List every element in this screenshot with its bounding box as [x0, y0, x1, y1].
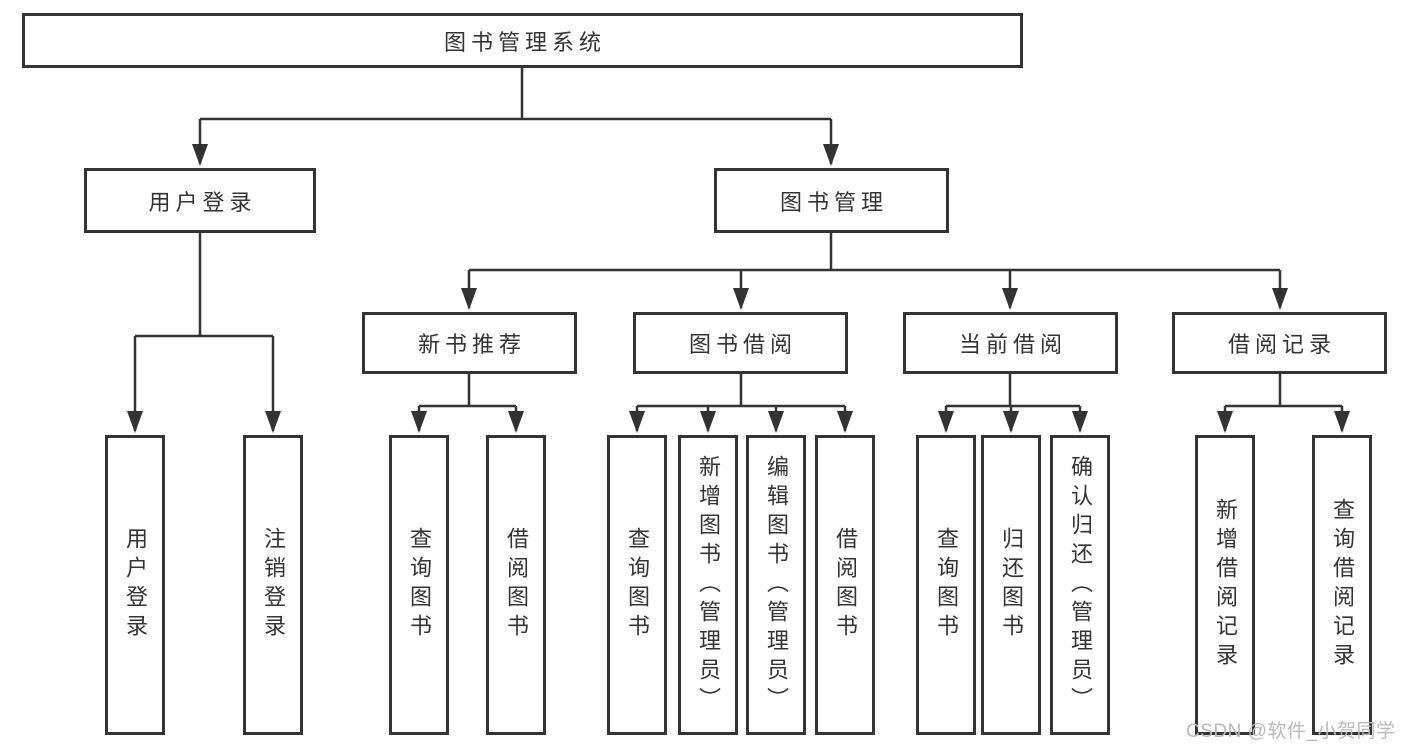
node-label: 借阅记录 [1227, 332, 1336, 357]
leaf-return-book: 归还图书 [981, 435, 1041, 735]
leaf-label: 用户登录 [123, 527, 148, 643]
node-user-login: 用户登录 [84, 168, 316, 233]
node-root: 图书管理系统 [22, 13, 1023, 68]
node-label: 用户登录 [148, 189, 257, 215]
leaf-query-books-1: 查询图书 [389, 435, 449, 735]
node-book-management: 图书管理 [714, 168, 949, 233]
leaf-label: 确认归还（管理员） [1068, 454, 1093, 716]
leaf-borrow-books-2: 借阅图书 [815, 435, 875, 735]
node-book-borrow: 图书借阅 [633, 312, 848, 374]
leaf-logout: 注销登录 [243, 435, 303, 735]
leaf-label: 查询借阅记录 [1330, 498, 1355, 672]
leaf-label: 注销登录 [261, 527, 286, 643]
leaf-label: 借阅图书 [833, 527, 858, 643]
node-borrow-record: 借阅记录 [1172, 312, 1387, 374]
leaf-label: 新增图书（管理员） [696, 454, 721, 716]
leaf-label: 查询图书 [407, 527, 432, 643]
leaf-label: 查询图书 [934, 527, 959, 643]
leaf-query-books-2: 查询图书 [607, 435, 667, 735]
leaf-add-borrow-record: 新增借阅记录 [1195, 435, 1255, 735]
leaf-add-book-admin: 新增图书（管理员） [678, 435, 738, 735]
leaf-label: 新增借阅记录 [1213, 498, 1238, 672]
leaf-query-borrow-record: 查询借阅记录 [1312, 435, 1372, 735]
leaf-edit-book-admin: 编辑图书（管理员） [746, 435, 806, 735]
node-label: 图书借阅 [688, 332, 797, 357]
node-label: 新书推荐 [417, 332, 526, 357]
leaf-query-books-3: 查询图书 [916, 435, 976, 735]
leaf-label: 编辑图书（管理员） [764, 454, 789, 716]
leaf-borrow-books-1: 借阅图书 [486, 435, 546, 735]
node-label: 当前借阅 [958, 332, 1067, 357]
leaf-label: 借阅图书 [504, 527, 529, 643]
node-new-book-recommend: 新书推荐 [362, 312, 577, 374]
leaf-confirm-return-admin: 确认归还（管理员） [1050, 435, 1110, 735]
leaf-label: 查询图书 [625, 527, 650, 643]
leaf-label: 归还图书 [999, 527, 1024, 643]
node-label: 图书管理系统 [443, 29, 606, 55]
node-current-borrow: 当前借阅 [903, 312, 1118, 374]
node-label: 图书管理 [779, 189, 888, 215]
leaf-user-login: 用户登录 [105, 435, 165, 735]
csdn-watermark: CSDN @软件_小贺同学 [1186, 721, 1396, 742]
connector-trunk-lines [135, 68, 1342, 408]
